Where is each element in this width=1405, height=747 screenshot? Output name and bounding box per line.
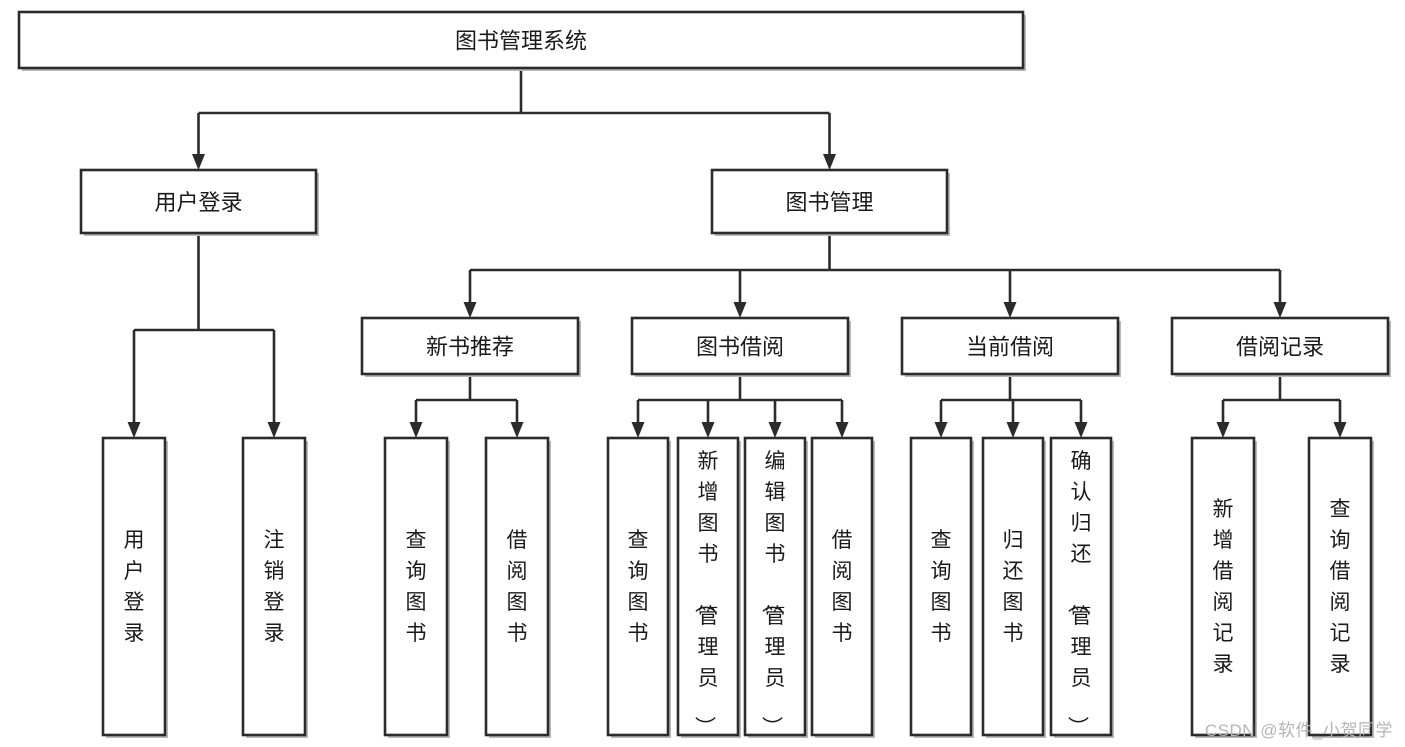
node-label: 查询图书 (406, 529, 427, 645)
connector-group (409, 374, 524, 438)
node-label: 用户登录 (154, 190, 242, 215)
arrow-head-icon (934, 422, 948, 438)
connector-group (192, 68, 836, 170)
node-box[interactable] (383, 436, 449, 737)
node-leaf-borrow-book-2[interactable]: 借阅图书 (810, 436, 875, 738)
node-label: 借阅记录 (1236, 335, 1324, 360)
node-box[interactable] (241, 436, 307, 737)
node-box[interactable] (1307, 436, 1373, 737)
node-borrow-record[interactable]: 借阅记录 (1170, 316, 1391, 377)
node-box[interactable] (981, 436, 1045, 737)
node-leaf-query-borrow-record[interactable]: 查询借阅记录 (1307, 436, 1374, 738)
node-box[interactable] (743, 436, 807, 737)
node-new-book-recommend[interactable]: 新书推荐 (360, 316, 581, 377)
arrow-head-icon (127, 422, 141, 438)
node-label: 用户登录 (124, 529, 145, 645)
arrow-head-icon (1333, 422, 1347, 438)
node-label: 图书管理系统 (455, 29, 587, 54)
node-label: 借阅图书 (832, 529, 853, 645)
node-box[interactable] (484, 436, 550, 737)
arrow-head-icon (631, 422, 645, 438)
node-box[interactable] (909, 436, 973, 737)
node-box[interactable] (79, 168, 318, 235)
arrow-head-icon (267, 422, 281, 438)
node-label: 归还图书 (1003, 529, 1024, 645)
node-label: 查询图书 (628, 529, 649, 645)
arrow-head-icon (192, 154, 205, 170)
arrow-head-icon (1273, 302, 1287, 318)
node-label: 新增图书（管理员） (693, 450, 719, 737)
node-box[interactable] (1049, 436, 1113, 737)
node-box[interactable] (810, 436, 874, 737)
node-leaf-query-book-3[interactable]: 查询图书 (909, 436, 974, 738)
node-box[interactable] (17, 10, 1025, 70)
node-leaf-query-book-2[interactable]: 查询图书 (606, 436, 671, 738)
node-leaf-return-book[interactable]: 归还图书 (981, 436, 1046, 738)
connector-group (934, 374, 1088, 438)
node-leaf-logout-login[interactable]: 注销登录 (241, 436, 308, 738)
node-box[interactable] (606, 436, 670, 737)
node-box[interactable] (101, 436, 167, 737)
arrow-head-icon (1216, 422, 1230, 438)
node-label: 借阅图书 (507, 529, 528, 645)
node-label: 编辑图书（管理员） (760, 450, 786, 737)
node-user-login[interactable]: 用户登录 (79, 168, 319, 236)
node-label: 查询图书 (931, 529, 952, 645)
node-leaf-add-borrow-record[interactable]: 新增借阅记录 (1190, 436, 1257, 738)
node-label: 新增借阅记录 (1213, 498, 1234, 676)
arrow-head-icon (823, 154, 836, 170)
node-leaf-user-login[interactable]: 用户登录 (101, 436, 168, 738)
arrow-head-icon (701, 422, 715, 438)
arrow-head-icon (409, 422, 423, 438)
node-box[interactable] (710, 168, 949, 235)
node-leaf-query-book-1[interactable]: 查询图书 (383, 436, 450, 738)
connector-group (631, 374, 849, 438)
node-leaf-add-book-admin[interactable]: 新增图书（管理员） (676, 436, 741, 738)
node-label: 注销登录 (264, 529, 285, 645)
node-box[interactable] (1190, 436, 1256, 737)
node-box[interactable] (360, 316, 580, 376)
arrow-head-icon (510, 422, 524, 438)
arrow-head-icon (463, 302, 477, 318)
arrow-head-icon (835, 422, 849, 438)
arrow-head-icon (733, 302, 747, 318)
node-label: 图书借阅 (696, 335, 784, 360)
arrow-head-icon (1003, 302, 1017, 318)
arrow-head-icon (768, 422, 782, 438)
connector-layer (127, 68, 1347, 438)
node-book-manage[interactable]: 图书管理 (710, 168, 950, 236)
node-leaf-borrow-book-1[interactable]: 借阅图书 (484, 436, 551, 738)
node-leaf-confirm-return-admin[interactable]: 确认归还（管理员） (1049, 436, 1114, 738)
arrow-head-icon (1006, 422, 1020, 438)
node-leaf-edit-book-admin[interactable]: 编辑图书（管理员） (743, 436, 808, 738)
arrow-head-icon (1074, 422, 1088, 438)
node-label: 确认归还（管理员） (1066, 450, 1092, 737)
node-label: 当前借阅 (966, 335, 1054, 360)
connector-group (1216, 374, 1347, 438)
node-label: 新书推荐 (426, 335, 514, 360)
node-layer: 图书管理系统用户登录图书管理新书推荐图书借阅当前借阅借阅记录用户登录注销登录查询… (17, 10, 1391, 738)
node-box[interactable] (900, 316, 1120, 376)
node-box[interactable] (676, 436, 740, 737)
node-box[interactable] (630, 316, 850, 376)
node-book-borrow[interactable]: 图书借阅 (630, 316, 851, 377)
node-label: 查询借阅记录 (1330, 498, 1351, 676)
connector-group (463, 233, 1287, 318)
node-root[interactable]: 图书管理系统 (17, 10, 1026, 71)
node-label: 图书管理 (785, 190, 873, 215)
connector-group (127, 233, 281, 438)
node-box[interactable] (1170, 316, 1390, 376)
node-current-borrow[interactable]: 当前借阅 (900, 316, 1121, 377)
